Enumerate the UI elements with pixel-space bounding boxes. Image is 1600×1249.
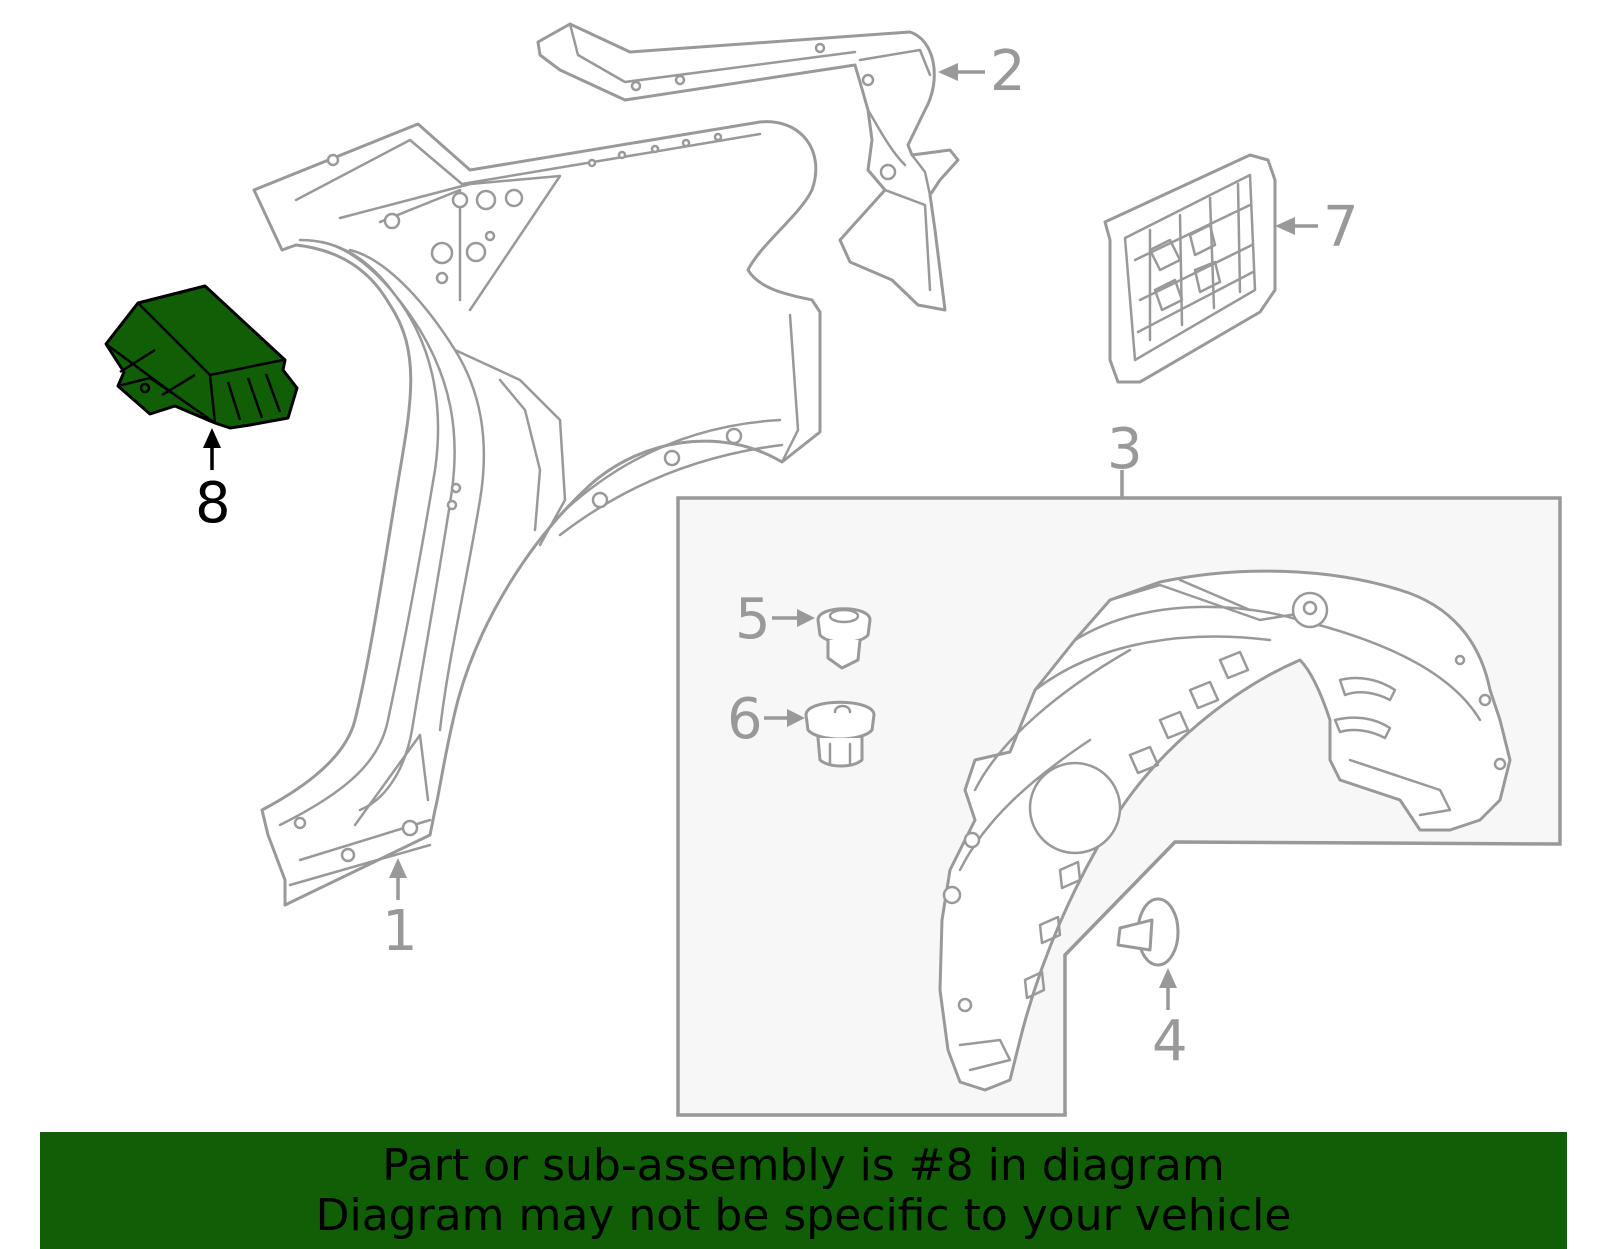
vent-grille-part-7 xyxy=(1103,153,1277,384)
wheel-liner-part-3 xyxy=(938,569,1512,1092)
callout-arrow-5 xyxy=(772,609,815,627)
rail-extension-part-2 xyxy=(536,22,960,312)
callout-label-8: 8 xyxy=(195,471,231,536)
banner-line-part-info: Part or sub-assembly is #8 in diagram xyxy=(382,1139,1225,1191)
callout-label-3: 3 xyxy=(1107,417,1143,482)
banner-line-disclaimer: Diagram may not be specific to your vehi… xyxy=(315,1189,1292,1241)
callout-arrow-7 xyxy=(1275,217,1318,235)
module-part-8-highlighted xyxy=(104,284,299,430)
quarter-panel-part-1 xyxy=(252,120,822,907)
disclaimer-banner: Part or sub-assembly is #8 in diagram Di… xyxy=(40,1132,1567,1249)
callout-label-7: 7 xyxy=(1323,195,1359,260)
callout-label-2: 2 xyxy=(990,39,1026,104)
callout-label-4: 4 xyxy=(1152,1009,1188,1074)
grommet-part-6 xyxy=(804,700,876,768)
callout-arrow-2 xyxy=(938,63,985,81)
callout-arrow-6 xyxy=(764,709,805,727)
callout-arrow-8 xyxy=(203,428,221,470)
callout-label-1: 1 xyxy=(382,899,418,964)
push-pin-part-4 xyxy=(1116,897,1180,967)
callout-label-6: 6 xyxy=(727,687,763,752)
callout-arrow-1 xyxy=(389,858,407,900)
clip-part-5 xyxy=(816,607,872,670)
callout-arrow-4 xyxy=(1159,968,1177,1010)
callout-label-5: 5 xyxy=(735,587,771,652)
